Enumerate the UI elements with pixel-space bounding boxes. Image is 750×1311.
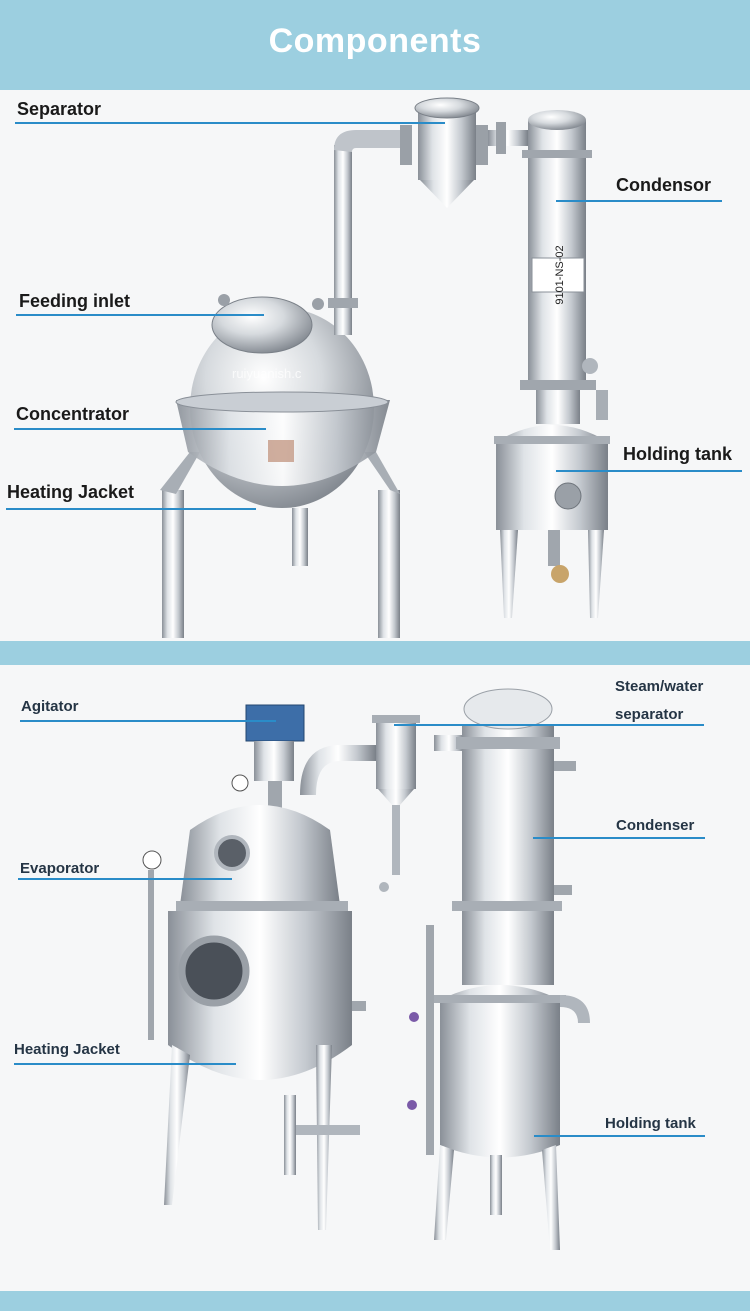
condensor-column: 9101-NS-02	[520, 110, 608, 424]
footer-band	[0, 1291, 750, 1311]
label-separator: Separator	[17, 99, 102, 119]
holding-tank-vessel	[494, 425, 610, 618]
label-holding-tank-bottom: Holding tank	[605, 1115, 696, 1132]
label-holding-tank: Holding tank	[623, 444, 732, 464]
bottom-diagram-panel	[0, 665, 750, 1291]
leader-agitator	[20, 720, 276, 722]
label-steam-water-line2: separator	[615, 706, 684, 723]
leader-feeding-inlet	[16, 314, 264, 316]
holding-tank-vessel-bottom	[407, 925, 590, 1250]
steam-water-separator-vessel	[372, 715, 420, 892]
divider-band	[0, 641, 750, 665]
condenser-column	[452, 688, 576, 985]
label-feeding-inlet: Feeding inlet	[19, 291, 131, 311]
label-heating-jacket-bottom: Heating Jacket	[14, 1041, 120, 1058]
label-condensor: Condensor	[616, 175, 712, 195]
header-band	[0, 0, 750, 90]
leader-steam-water-separator	[394, 724, 704, 726]
label-concentrator: Concentrator	[16, 404, 130, 424]
top-diagram-panel: 9101-NS-02	[0, 90, 750, 641]
leader-heating-jacket	[6, 508, 256, 510]
evaporator-vessel	[142, 805, 366, 1230]
leader-holding-tank	[556, 470, 742, 472]
leader-concentrator	[14, 428, 266, 430]
label-condenser: Condenser	[616, 817, 695, 834]
label-agitator: Agitator	[21, 698, 79, 715]
leader-condensor	[556, 200, 722, 202]
label-steam-water-line1: Steam/water	[615, 678, 704, 695]
bottom-equipment-illustration	[142, 688, 590, 1250]
label-evaporator: Evaporator	[20, 860, 100, 877]
leader-heating-jacket-bottom	[14, 1063, 236, 1065]
leader-holding-tank-bottom	[534, 1135, 705, 1137]
leader-evaporator	[18, 878, 232, 880]
vapor-pipe	[328, 130, 412, 335]
watermark-text: ruiyuanish.c	[232, 366, 302, 381]
leader-separator	[15, 122, 445, 124]
leader-condenser	[533, 837, 705, 839]
agitator-motor	[231, 704, 305, 809]
top-equipment-illustration: 9101-NS-02	[160, 97, 610, 638]
kettle-legs	[160, 452, 400, 638]
page-title: Components	[268, 22, 482, 60]
label-heating-jacket: Heating Jacket	[7, 482, 135, 502]
equipment-tag: 9101-NS-02	[554, 245, 566, 304]
concentrator-kettle	[175, 294, 390, 508]
separator-vessel	[400, 97, 528, 208]
